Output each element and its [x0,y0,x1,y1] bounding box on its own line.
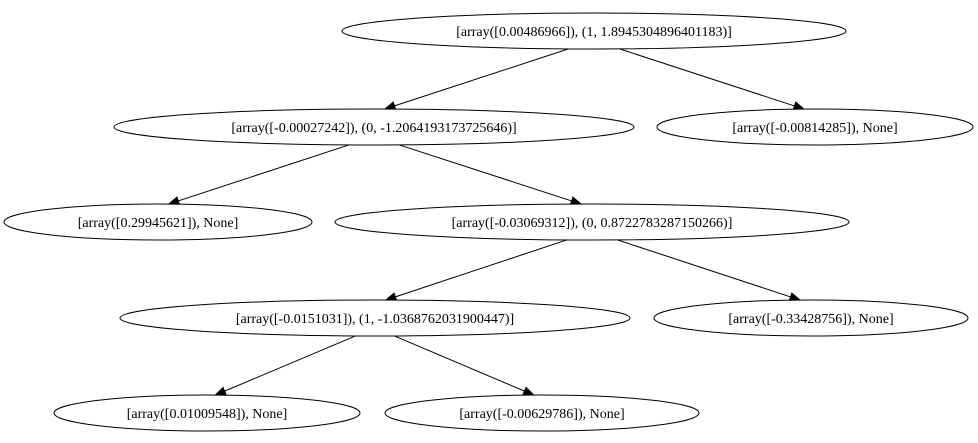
edge-line [394,335,525,392]
node-label: [array([-0.0151031]), (1, -1.03687620319… [236,312,514,327]
tree-edge [167,144,350,206]
edge-line [399,144,572,202]
node-ellipse [119,299,631,337]
node-ellipse [656,108,974,146]
node-label: [array([-0.00629786]), None] [459,407,624,422]
tree-edge [214,335,356,396]
tree-node-leaf-d: [array([-0.00629786]), None] [384,394,700,432]
edge-line [224,335,356,392]
tree-node-mid-split: [array([-0.03069312]), (0, 0.87227832871… [334,203,850,241]
arrowhead-icon [214,386,227,396]
node-ellipse [653,299,969,337]
tree-edge [619,48,806,111]
node-label: [array([0.01009548]), None] [127,407,288,422]
edge-line [394,48,569,107]
tree-node-leaf-c: [array([0.01009548]), None] [53,394,361,432]
tree-node-root: [array([0.00486966]), (1, 1.894530489640… [341,12,847,50]
node-label: [array([-0.00027242]), (0, -1.2064193173… [231,121,516,136]
edge-line [617,239,791,298]
nodes-layer: [array([0.00486966]), (1, 1.894530489640… [3,12,974,432]
tree-edge [399,144,583,206]
node-label: [array([-0.00814285]), None] [732,121,897,136]
node-ellipse [341,12,847,50]
tree-node-leaf-b: [array([-0.33428756]), None] [653,299,969,337]
node-ellipse [3,203,313,241]
tree-edge [383,48,569,111]
edge-line [178,144,350,202]
node-label: [array([-0.03069312]), (0, 0.87227832871… [452,216,733,231]
arrowhead-icon [522,386,535,396]
node-label: [array([-0.33428756]), None] [728,312,893,327]
node-ellipse [113,108,635,146]
tree-edge [394,335,535,396]
edge-line [619,48,795,107]
node-ellipse [334,203,850,241]
tree-node-low-split: [array([-0.0151031]), (1, -1.03687620319… [119,299,631,337]
tree-node-right-leaf: [array([-0.00814285]), None] [656,108,974,146]
edge-line [395,239,567,298]
tree-edge [384,239,567,302]
node-ellipse [53,394,361,432]
node-ellipse [384,394,700,432]
tree-edge [617,239,802,302]
node-label: [array([0.00486966]), (1, 1.894530489640… [456,25,732,40]
tree-node-left-split: [array([-0.00027242]), (0, -1.2064193173… [113,108,635,146]
tree-node-leaf-a: [array([0.29945621]), None] [3,203,313,241]
node-label: [array([0.29945621]), None] [78,216,239,231]
